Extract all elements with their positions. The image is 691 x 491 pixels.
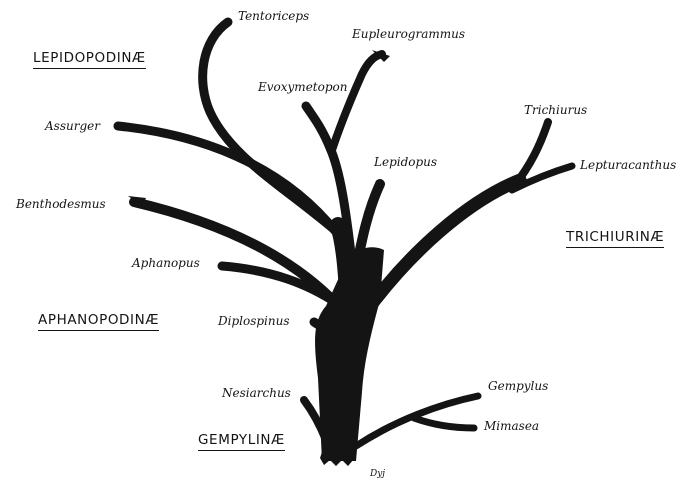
trunk-base [320,452,356,466]
taxon-label-diplospinus: Diplospinus [218,314,290,328]
group-label-gempylinae: GEMPYLINÆ [198,432,285,451]
branch-lepturacanthus [508,162,576,194]
branch-gempylus [352,392,482,450]
branch-aphanopus [217,261,343,309]
taxon-label-mimasea: Mimasea [484,419,540,433]
taxon-label-tentoriceps: Tentoriceps [238,9,310,23]
artist-signature: Dyj [370,469,386,479]
taxon-label-nesiarchus: Nesiarchus [222,386,291,400]
group-label-trichiurinae: TRICHIURINÆ [566,229,665,248]
group-label-aphanopodinae: APHANOPODINÆ [38,312,160,331]
branch-trichiurus [510,118,552,190]
taxon-label-eupleurogrammus: Eupleurogrammus [352,27,466,41]
branch-assurger [113,121,341,237]
branch-evoxymetopon [301,101,357,267]
taxon-label-evoxymetopon: Evoxymetopon [258,80,348,94]
taxon-label-assurger: Assurger [45,119,100,133]
taxon-label-benthodesmus: Benthodesmus [16,197,106,211]
taxon-label-aphanopus: Aphanopus [132,256,200,270]
eupleurogrammus-tip [372,50,390,62]
benthodesmus-tip [128,196,146,206]
taxon-label-gempylus: Gempylus [488,379,549,393]
diplospinus-highlight [339,339,361,362]
branch-nesiarchus [300,396,330,444]
taxon-label-lepidopus: Lepidopus [374,155,438,169]
taxon-label-lepturacanthus: Lepturacanthus [580,158,677,172]
branch-trichiurinae-limb [353,173,527,327]
taxon-label-trichiurus: Trichiurus [524,103,588,117]
group-label-lepidopodinae: LEPIDOPODINÆ [33,50,146,69]
branch-tentoriceps [198,17,349,243]
branch-mimasea [410,414,478,432]
branch-lepidopus [351,179,385,275]
branch-eupleurogrammus [328,50,386,154]
